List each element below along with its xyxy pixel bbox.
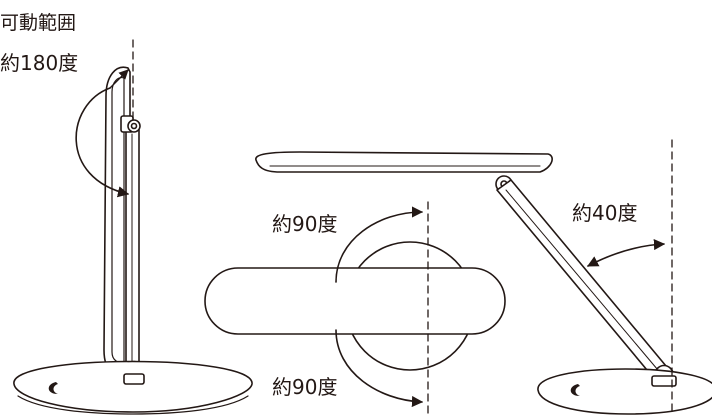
angle-label-90-down: 約90度 bbox=[272, 375, 338, 399]
center-swivel bbox=[204, 201, 506, 415]
angle-label-180: 約180度 bbox=[0, 51, 79, 75]
left-lamp-base bbox=[13, 360, 253, 413]
arrow-180 bbox=[75, 87, 130, 198]
arrow-90-up bbox=[335, 206, 424, 283]
left-lamp bbox=[13, 39, 253, 415]
right-lamp-head bbox=[255, 151, 553, 173]
center-lamp-body bbox=[204, 267, 506, 335]
arrow-90-down bbox=[335, 329, 424, 408]
right-lamp bbox=[255, 139, 712, 415]
right-base-logo-icon bbox=[570, 384, 580, 396]
angle-label-90-up: 約90度 bbox=[272, 212, 338, 236]
diagram-title: 可動範囲 bbox=[0, 12, 77, 34]
angle-label-40: 約40度 bbox=[572, 201, 638, 225]
left-base-logo-icon bbox=[48, 382, 58, 394]
right-lamp-base bbox=[537, 368, 712, 415]
arrow-40 bbox=[587, 238, 666, 267]
